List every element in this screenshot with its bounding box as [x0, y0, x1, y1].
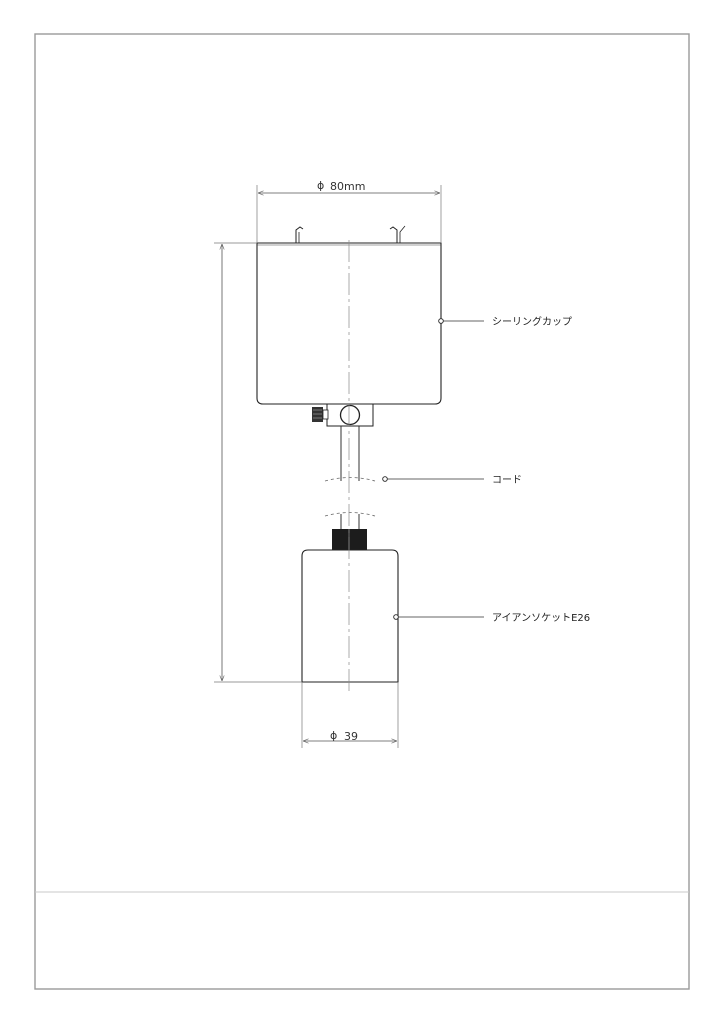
socket-diameter-value: 39: [344, 730, 358, 743]
leader-socket: アイアンソケットE26: [393, 612, 590, 624]
dimension-overall-height: [214, 242, 302, 683]
cord-lower: [324, 512, 376, 530]
connector-screw-neck: [322, 409, 329, 420]
leader-dot: [438, 318, 444, 324]
dimension-cup-diameter: ϕ 80mm: [256, 179, 442, 243]
leader-ceiling-cup: シーリングカップ: [438, 315, 572, 328]
socket-body: [301, 549, 399, 683]
cord-break: [324, 477, 376, 482]
cup-mount-hook-right-inner: [399, 225, 406, 243]
cup-mount-hook-right: [389, 226, 398, 243]
cup-diameter-value: 80mm: [330, 180, 365, 193]
connector-ring: [339, 404, 361, 426]
label-socket: アイアンソケットE26: [492, 612, 590, 624]
label-cord: コード: [492, 475, 522, 486]
label-ceiling-cup: シーリングカップ: [492, 315, 572, 328]
cord-upper: [324, 426, 376, 482]
leader-dot: [382, 476, 388, 482]
leader-dot: [393, 614, 399, 620]
socket-cap-nut: [332, 529, 367, 550]
leader-cord: コード: [382, 475, 522, 486]
cord-break: [324, 512, 376, 517]
cup-mount-hook-left: [295, 226, 304, 243]
socket-diameter-symbol: ϕ: [330, 729, 337, 742]
cup-diameter-symbol: ϕ: [317, 179, 324, 192]
cord-connector: [312, 403, 374, 427]
sheet-border: [34, 33, 690, 990]
connector-screw-head: [312, 407, 323, 422]
dimension-socket-diameter: ϕ 39: [301, 682, 399, 748]
iron-socket: [301, 529, 399, 683]
